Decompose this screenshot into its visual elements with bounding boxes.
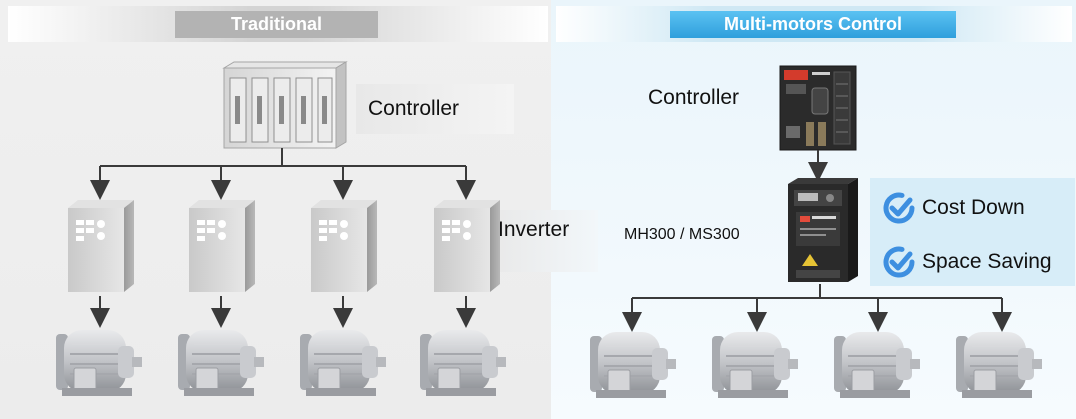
inverter-icon: [311, 200, 377, 292]
drive-model-label: MH300 / MS300: [624, 226, 740, 243]
inverter-icon: [434, 200, 500, 292]
check-badge-icon: [883, 246, 915, 278]
benefit-label: Space Saving: [922, 250, 1052, 273]
motor-icon: [419, 329, 507, 397]
multi-motor-title: Multi-motors Control: [670, 11, 956, 38]
motor-icon: [299, 329, 387, 397]
motor-icon: [55, 329, 143, 397]
benefit-item: Space Saving: [882, 243, 1052, 281]
plc-controller-icon: [222, 61, 348, 149]
inverter-icon: [788, 178, 858, 282]
traditional-title: Traditional: [175, 11, 378, 38]
multi-motor-controller-label: Controller: [648, 86, 740, 109]
traditional-connectors: [90, 148, 476, 328]
traditional-controller-label: Controller: [356, 84, 514, 134]
plc-controller-icon: [779, 65, 857, 151]
benefit-label: Cost Down: [922, 196, 1025, 219]
multi-motor-connectors: [622, 150, 1012, 332]
traditional-inverter-label: Inverter: [494, 210, 598, 272]
motor-icon: [955, 331, 1043, 399]
check-badge-icon: [883, 192, 915, 224]
motor-icon: [589, 331, 677, 399]
benefits-box: Cost Down Space Saving: [870, 178, 1075, 286]
inverter-icon: [189, 200, 255, 292]
inverter-icon: [68, 200, 134, 292]
motor-icon: [711, 331, 799, 399]
motor-icon: [833, 331, 921, 399]
motor-icon: [177, 329, 265, 397]
benefit-item: Cost Down: [882, 189, 1025, 227]
